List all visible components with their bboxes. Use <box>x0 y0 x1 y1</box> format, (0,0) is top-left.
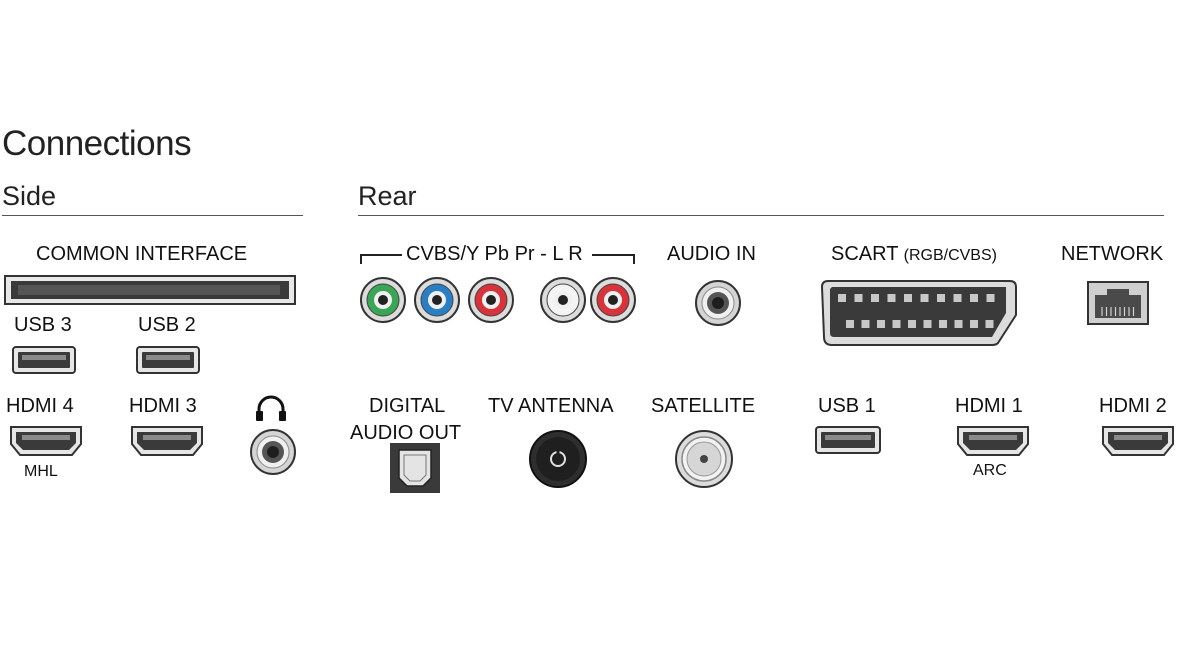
usb3-label: USB 3 <box>14 314 72 336</box>
headphone-jack[interactable] <box>249 428 297 476</box>
usb2-label: USB 2 <box>138 314 196 336</box>
hdmi2-port[interactable] <box>1100 424 1176 458</box>
rca-red-jack[interactable] <box>467 276 515 324</box>
tv-antenna-port[interactable] <box>528 429 588 489</box>
rca-red-audio-jack[interactable] <box>589 276 637 324</box>
hdmi4-port[interactable] <box>8 424 84 458</box>
scart-label-text: SCART <box>831 243 899 265</box>
rear-divider <box>358 215 1164 216</box>
digital-audio-out-port[interactable] <box>389 442 441 494</box>
hdmi1-sub-label: ARC <box>973 462 1007 479</box>
audio-in-label: AUDIO IN <box>667 243 756 265</box>
hdmi4-sub-label: MHL <box>24 463 58 480</box>
usb2-port[interactable] <box>136 346 200 374</box>
rca-blue-jack[interactable] <box>413 276 461 324</box>
section-rear-title: Rear <box>358 181 417 211</box>
digital-audio-out-label-2: AUDIO OUT <box>350 422 462 444</box>
usb1-port[interactable] <box>815 426 881 454</box>
usb1-label: USB 1 <box>818 395 876 417</box>
side-divider <box>2 215 303 216</box>
section-side-title: Side <box>2 181 57 211</box>
headphones-icon <box>256 395 286 421</box>
page-title: Connections <box>2 124 192 163</box>
hdmi2-label: HDMI 2 <box>1099 395 1167 417</box>
common-interface-label: COMMON INTERFACE <box>36 243 248 265</box>
hdmi3-label: HDMI 3 <box>129 395 197 417</box>
satellite-label: SATELLITE <box>651 395 756 417</box>
common-interface-slot[interactable] <box>4 275 296 305</box>
scart-label: SCART (RGB/CVBS) <box>831 243 997 266</box>
scart-port[interactable] <box>820 279 1018 347</box>
hdmi1-port[interactable] <box>955 424 1031 458</box>
rca-green-jack[interactable] <box>359 276 407 324</box>
cvbs-bracket <box>360 254 635 264</box>
cvbs-group-label: CVBS/Y Pb Pr - L R <box>406 243 583 265</box>
hdmi3-port[interactable] <box>129 424 205 458</box>
digital-audio-out-label-1: DIGITAL <box>369 395 446 417</box>
rca-white-audio-jack[interactable] <box>539 276 587 324</box>
network-label: NETWORK <box>1061 243 1164 265</box>
network-ethernet-port[interactable] <box>1087 281 1149 325</box>
hdmi4-label: HDMI 4 <box>6 395 74 417</box>
satellite-port[interactable] <box>674 429 734 489</box>
scart-sub-label: (RGB/CVBS) <box>903 247 997 264</box>
audio-in-jack[interactable] <box>694 279 742 327</box>
hdmi1-label: HDMI 1 <box>955 395 1023 417</box>
usb3-port[interactable] <box>12 346 76 374</box>
tv-antenna-label: TV ANTENNA <box>488 395 614 417</box>
